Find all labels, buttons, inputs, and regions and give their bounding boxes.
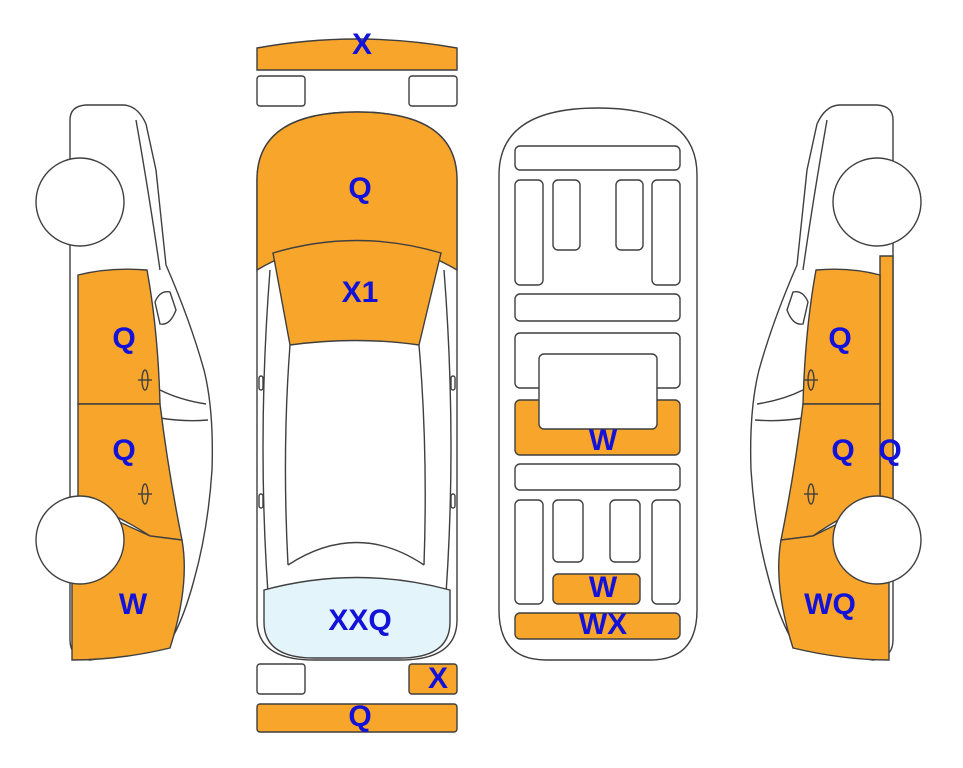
front-left-light [256, 75, 306, 107]
label-right-front-door: Q [828, 322, 851, 355]
label-rear-right-part: X [428, 662, 448, 695]
label-left-rear-door: Q [112, 434, 135, 467]
rear-left-light [256, 663, 306, 695]
left-window-line-2 [159, 417, 209, 422]
left-rear-handle [138, 483, 152, 505]
label-front-bumper: X [352, 28, 372, 61]
left-body-outline [69, 104, 214, 661]
right-body-outline [749, 104, 894, 661]
rear-roof-edge [287, 541, 425, 566]
floor-front-slot-1 [552, 179, 581, 251]
label-rear-window: XXQ [328, 604, 391, 637]
floor-rear-rail-1 [514, 499, 544, 605]
label-left-quarter: W [119, 588, 148, 621]
floor-front-slot-2 [615, 179, 644, 251]
floor-rear-bar [514, 463, 681, 491]
floor-back-panel [514, 612, 681, 640]
roof [284, 344, 291, 566]
label-left-front-door: Q [112, 322, 135, 355]
windshield [272, 239, 442, 346]
label-floor-back: WX [579, 608, 627, 641]
floor-center-box [538, 353, 658, 430]
floor-rear-rail-2 [651, 499, 681, 605]
right-rear-handle [804, 483, 818, 505]
floor-front-rail-1 [514, 179, 544, 286]
right-front-wheel [832, 157, 922, 247]
rear-window [263, 576, 451, 659]
label-right-rear-door: Q [831, 434, 854, 467]
left-mirror [154, 291, 177, 325]
label-floor-rear: W [589, 571, 618, 604]
left-roof-line [135, 119, 161, 271]
right-mirror [786, 291, 809, 325]
top-view: X Q X1 XXQ X Q [256, 28, 458, 733]
front-bumper [256, 38, 458, 71]
label-right-quarter: WQ [804, 588, 856, 621]
floor-view: W W WX [498, 107, 698, 661]
label-rear-bumper: Q [348, 700, 371, 733]
left-front-door [77, 268, 161, 405]
right-front-handle [804, 369, 818, 391]
front-right-light [408, 75, 458, 107]
right-front-door [802, 268, 881, 405]
roof-right [418, 344, 426, 566]
rear-bumper [256, 703, 458, 733]
top-right-handle-1 [450, 375, 456, 391]
right-window-line [756, 389, 804, 405]
left-rear-wheel [35, 495, 125, 585]
top-left-handle-1 [258, 375, 264, 391]
right-roof-line [802, 119, 828, 271]
top-left-handle-2 [258, 493, 264, 509]
label-hood: Q [348, 172, 371, 205]
right-window-line-2 [754, 417, 804, 422]
rear-right-light [408, 663, 458, 695]
right-side-view: Q Q Q WQ [749, 104, 922, 661]
label-floor-middle: W [589, 424, 618, 457]
floor-front-rail-2 [651, 179, 681, 286]
floor-rear-panel [552, 573, 641, 605]
right-rear-wheel [832, 495, 922, 585]
label-windshield: X1 [342, 276, 379, 309]
top-right-handle-2 [450, 493, 456, 509]
top-left-side-line [262, 269, 271, 621]
left-window-line [159, 389, 207, 405]
floor-cross-member [514, 293, 681, 322]
left-side-view: Q Q W [35, 104, 214, 661]
floor-rear-slot-2 [609, 499, 641, 563]
left-front-wheel [35, 157, 125, 247]
floor-rear-slot-1 [552, 499, 584, 563]
left-front-handle [138, 369, 152, 391]
top-right-side-line [443, 269, 452, 621]
label-right-pillar: Q [878, 434, 901, 467]
floor-front-bar [514, 145, 681, 171]
